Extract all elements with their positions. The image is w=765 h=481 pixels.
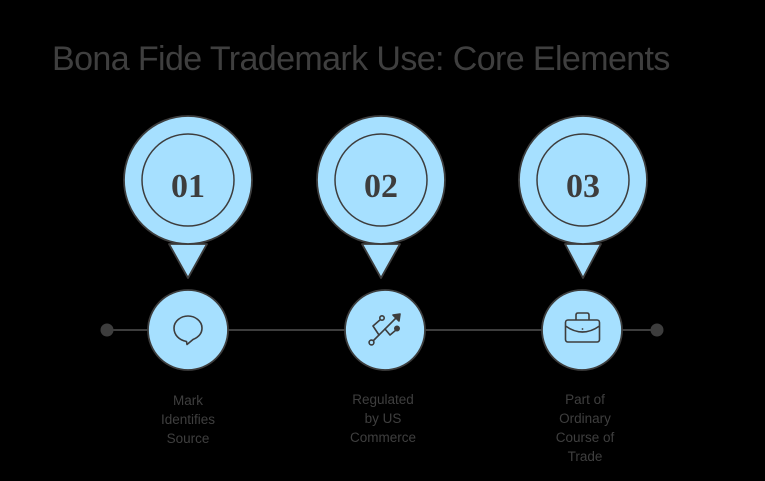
step-number: 01 xyxy=(171,168,205,205)
step-3-icon-node xyxy=(541,289,623,371)
step-3-label: Part of Ordinary Course of Trade xyxy=(555,392,615,464)
usb-icon xyxy=(368,313,401,346)
timeline-start-dot xyxy=(100,323,114,337)
icon-circle xyxy=(541,289,623,371)
pin-pointer xyxy=(564,243,602,279)
step-3-pin: 03 xyxy=(518,115,648,279)
step-2-pin: 02 xyxy=(316,115,446,279)
pin-pointer xyxy=(168,243,208,279)
step-1-icon-node xyxy=(147,289,229,371)
step-2-icon-node xyxy=(344,289,426,371)
step-number: 02 xyxy=(364,168,398,205)
speech-bubble-icon xyxy=(173,315,203,346)
step-1-label: Mark Identifies Source xyxy=(160,393,216,446)
step-number: 03 xyxy=(566,168,600,205)
icon-circle xyxy=(147,289,229,371)
diagram-title: Bona Fide Trademark Use: Core Elements xyxy=(52,40,670,78)
step-1-pin: 01 xyxy=(123,115,253,279)
step-2-label: Regulated by US Commerce xyxy=(349,392,416,445)
pin-inner-circle xyxy=(141,133,235,227)
pin-inner-circle xyxy=(334,133,428,227)
briefcase-icon xyxy=(564,312,601,343)
pin-inner-circle xyxy=(536,133,630,227)
timeline-end-dot xyxy=(650,323,664,337)
pin-pointer xyxy=(361,243,401,279)
